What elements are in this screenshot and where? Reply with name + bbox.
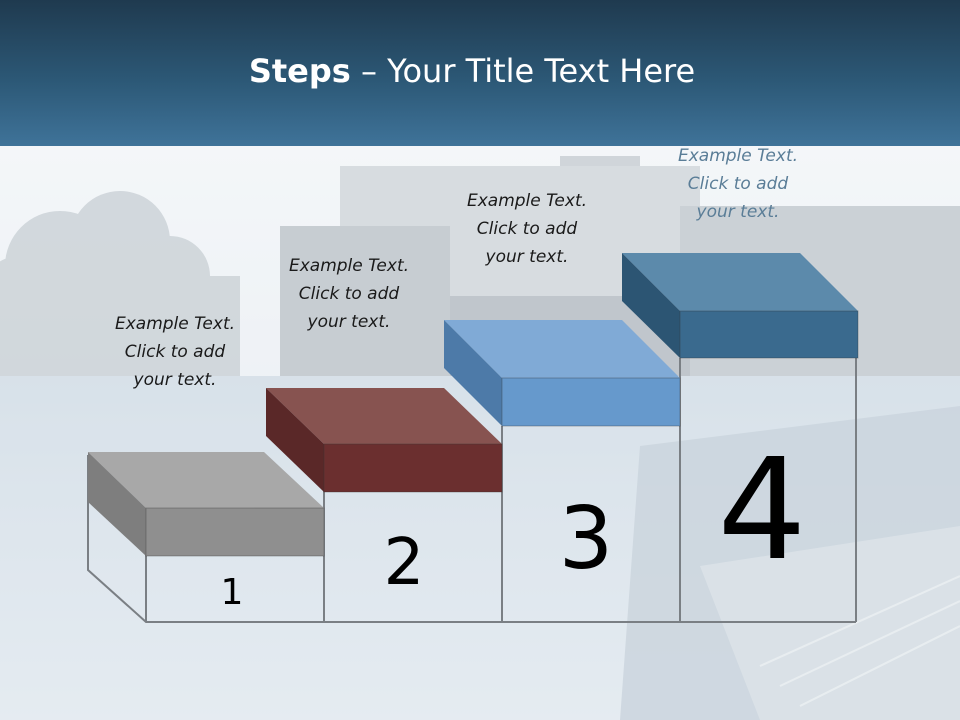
step-4-block[interactable] [622,253,858,358]
step-2-caption[interactable]: Example Text. Click to add your text. [264,252,434,336]
caption-line: Click to add [124,342,226,362]
caption-line: your text. [307,312,391,332]
slide-title[interactable]: Steps – Your Title Text Here [0,52,944,90]
caption-line: your text. [696,202,780,222]
caption-line: Click to add [687,174,789,194]
step-3-number: 3 [559,489,614,589]
step-4-caption[interactable]: Example Text. Click to add your text. [653,142,823,226]
step-3-caption[interactable]: Example Text. Click to add your text. [442,187,612,271]
caption-line: your text. [133,370,217,390]
trees [0,191,240,386]
caption-line: Click to add [298,284,400,304]
caption-line: your text. [485,247,569,267]
step-1-block[interactable] [88,452,324,556]
step-1-caption[interactable]: Example Text. Click to add your text. [90,310,260,394]
step-2-number: 2 [384,526,425,600]
caption-line: Click to add [476,219,578,239]
caption-line: Example Text. [288,256,410,276]
step-2-block[interactable] [266,388,502,492]
caption-line: Example Text. [677,146,799,166]
title-rest: – Your Title Text Here [350,52,696,90]
step-4-number: 4 [717,429,806,592]
title-bold: Steps [248,52,351,90]
title-bar [0,0,960,146]
step-1-number: 1 [221,572,244,613]
step-3-block[interactable] [444,320,680,426]
caption-line: Example Text. [114,314,236,334]
caption-line: Example Text. [466,191,588,211]
